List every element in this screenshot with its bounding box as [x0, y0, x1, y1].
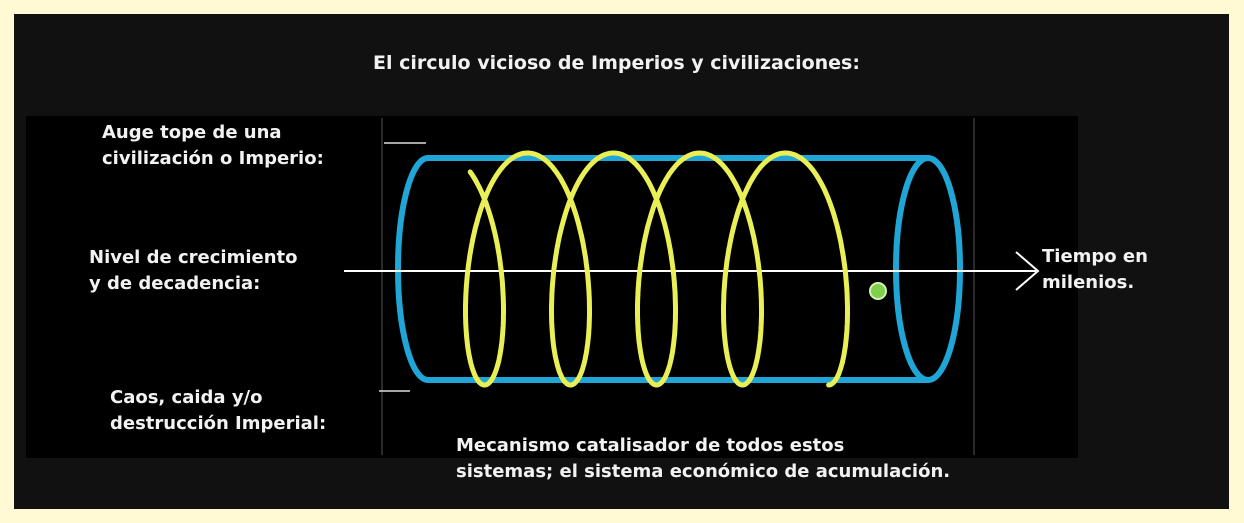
spiral-curve: [463, 150, 850, 388]
footer-caption: Mecanismo catalisador de todos estos sis…: [456, 433, 950, 485]
diagram-title: El circulo vicioso de Imperios y civiliz…: [373, 52, 860, 74]
peak-label: Auge tope de una civilización o Imperio:: [102, 120, 324, 172]
cylinder-left-back-arc: [395, 155, 429, 383]
time-axis-label-line2: milenios.: [1042, 272, 1135, 293]
spiral-end-marker: [869, 282, 887, 300]
level-label-line2: y de decadencia:: [89, 273, 261, 294]
fall-label-line1: Caos, caida y/o: [110, 387, 263, 408]
time-axis: [344, 251, 1040, 291]
level-label-line1: Nivel de crecimiento: [89, 247, 298, 268]
time-axis-arrowhead: [1015, 251, 1040, 291]
time-axis-label: Tiempo en milenios.: [1042, 244, 1148, 296]
peak-label-line1: Auge tope de una: [102, 122, 282, 143]
peak-label-line2: civilización o Imperio:: [102, 148, 324, 169]
cylinder-right-end: [893, 155, 963, 383]
level-label: Nivel de crecimiento y de decadencia:: [89, 245, 298, 297]
time-axis-label-line1: Tiempo en: [1042, 246, 1148, 267]
footer-caption-line1: Mecanismo catalisador de todos estos: [456, 435, 845, 456]
fall-label: Caos, caida y/o destrucción Imperial:: [110, 385, 326, 437]
fall-label-line2: destrucción Imperial:: [110, 413, 327, 434]
footer-caption-line2: sistemas; el sistema económico de acumul…: [456, 461, 951, 482]
